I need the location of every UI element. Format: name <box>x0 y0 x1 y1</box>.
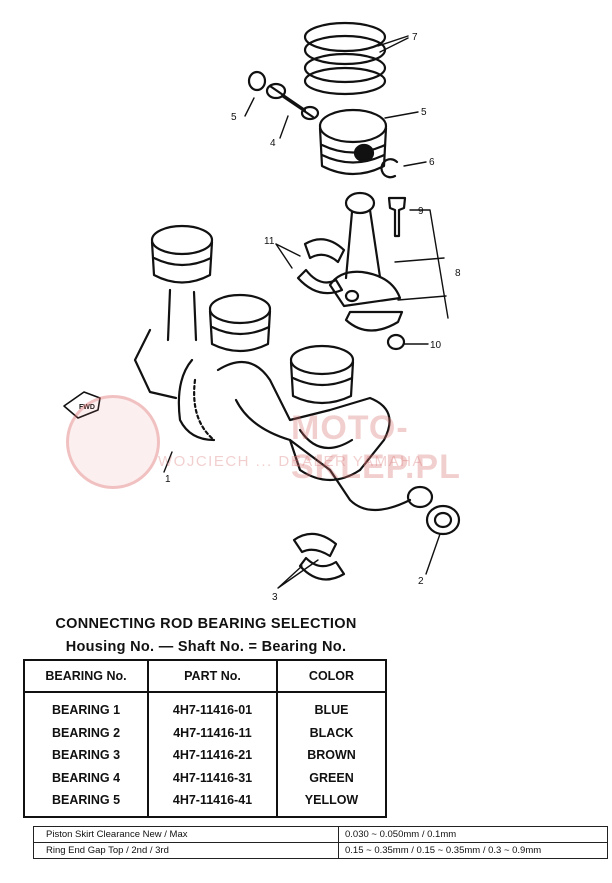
spec-label: Piston Skirt Clearance New / Max <box>33 826 339 843</box>
forward-arrow-icon <box>63 391 101 419</box>
bearing-no: BEARING 1 <box>23 692 149 722</box>
lower-bearing-shells <box>292 532 346 581</box>
table-row: BEARING 4 4H7-11416-31 GREEN <box>23 766 387 789</box>
crankshaft <box>177 358 434 511</box>
selection-title: CONNECTING ROD BEARING SELECTION <box>55 616 357 632</box>
spec-row: Piston Skirt Clearance New / Max 0.030 ~… <box>33 826 608 843</box>
callout-3: 3 <box>272 592 278 603</box>
bearing-no: BEARING 2 <box>23 721 149 744</box>
part-no: 4H7-11416-11 <box>147 721 278 744</box>
spec-row: Ring End Gap Top / 2nd / 3rd 0.15 ~ 0.35… <box>33 842 608 859</box>
selection-formula: Housing No. — Shaft No. = Bearing No. <box>65 639 347 655</box>
part-no: 4H7-11416-41 <box>147 789 278 818</box>
rod-nut <box>386 333 406 351</box>
callout-7: 7 <box>412 32 418 43</box>
spec-value: 0.030 ~ 0.050mm / 0.1mm <box>338 826 608 843</box>
connecting-rod <box>328 191 404 332</box>
color: BROWN <box>276 744 387 767</box>
circlip-left <box>247 70 267 92</box>
piston-pin <box>265 82 320 121</box>
exploded-crankshaft-diagram: 7 5 4 5 6 9 11 8 10 1 2 3 FWD <box>63 21 461 603</box>
callout-5-left: 5 <box>231 112 237 123</box>
table-row: BEARING 5 4H7-11416-41 YELLOW <box>23 789 387 818</box>
part-no: 4H7-11416-31 <box>147 766 278 789</box>
callout-11: 11 <box>264 236 275 247</box>
callout-8: 8 <box>455 268 461 279</box>
color: YELLOW <box>276 789 387 818</box>
color: BLUE <box>276 692 387 722</box>
bearing-no: BEARING 5 <box>23 789 149 818</box>
callout-2: 2 <box>418 576 424 587</box>
bearing-selection-table: BEARING No. PART No. COLOR BEARING 1 4H7… <box>23 659 387 818</box>
rod-bolt <box>387 196 407 238</box>
fwd-label: FWD <box>79 404 95 411</box>
piston <box>318 108 388 176</box>
piston-assembly-left <box>133 224 214 400</box>
callout-10: 10 <box>430 340 442 351</box>
piston-assembly-right <box>289 344 355 405</box>
spec-table: Piston Skirt Clearance New / Max 0.030 ~… <box>33 826 608 859</box>
header-bearing-no: BEARING No. <box>23 659 149 693</box>
part-no: 4H7-11416-21 <box>147 744 278 767</box>
table-row: BEARING 1 4H7-11416-01 BLUE <box>23 692 387 722</box>
callout-1: 1 <box>165 474 171 485</box>
header-part-no: PART No. <box>147 659 278 693</box>
color: BLACK <box>276 721 387 744</box>
callout-9: 9 <box>418 206 424 217</box>
table-row: BEARING 3 4H7-11416-21 BROWN <box>23 744 387 767</box>
callout-6: 6 <box>429 157 435 168</box>
header-color: COLOR <box>276 659 387 693</box>
circlip-right <box>380 158 399 179</box>
spec-value: 0.15 ~ 0.35mm / 0.15 ~ 0.35mm / 0.3 ~ 0.… <box>338 842 608 859</box>
bearing-no: BEARING 3 <box>23 744 149 767</box>
piston-assembly-middle <box>208 293 272 353</box>
table-header-row: BEARING No. PART No. COLOR <box>23 659 387 693</box>
piston-rings <box>303 21 387 96</box>
spec-label: Ring End Gap Top / 2nd / 3rd <box>33 842 339 859</box>
color: GREEN <box>276 766 387 789</box>
upper-bearing-shells <box>296 238 346 295</box>
timing-gear <box>193 378 216 442</box>
callout-4: 4 <box>270 138 276 149</box>
bearing-no: BEARING 4 <box>23 766 149 789</box>
callout-5: 5 <box>421 107 427 118</box>
table-row: BEARING 2 4H7-11416-11 BLACK <box>23 721 387 744</box>
part-no: 4H7-11416-01 <box>147 692 278 722</box>
oil-seal <box>425 504 461 536</box>
